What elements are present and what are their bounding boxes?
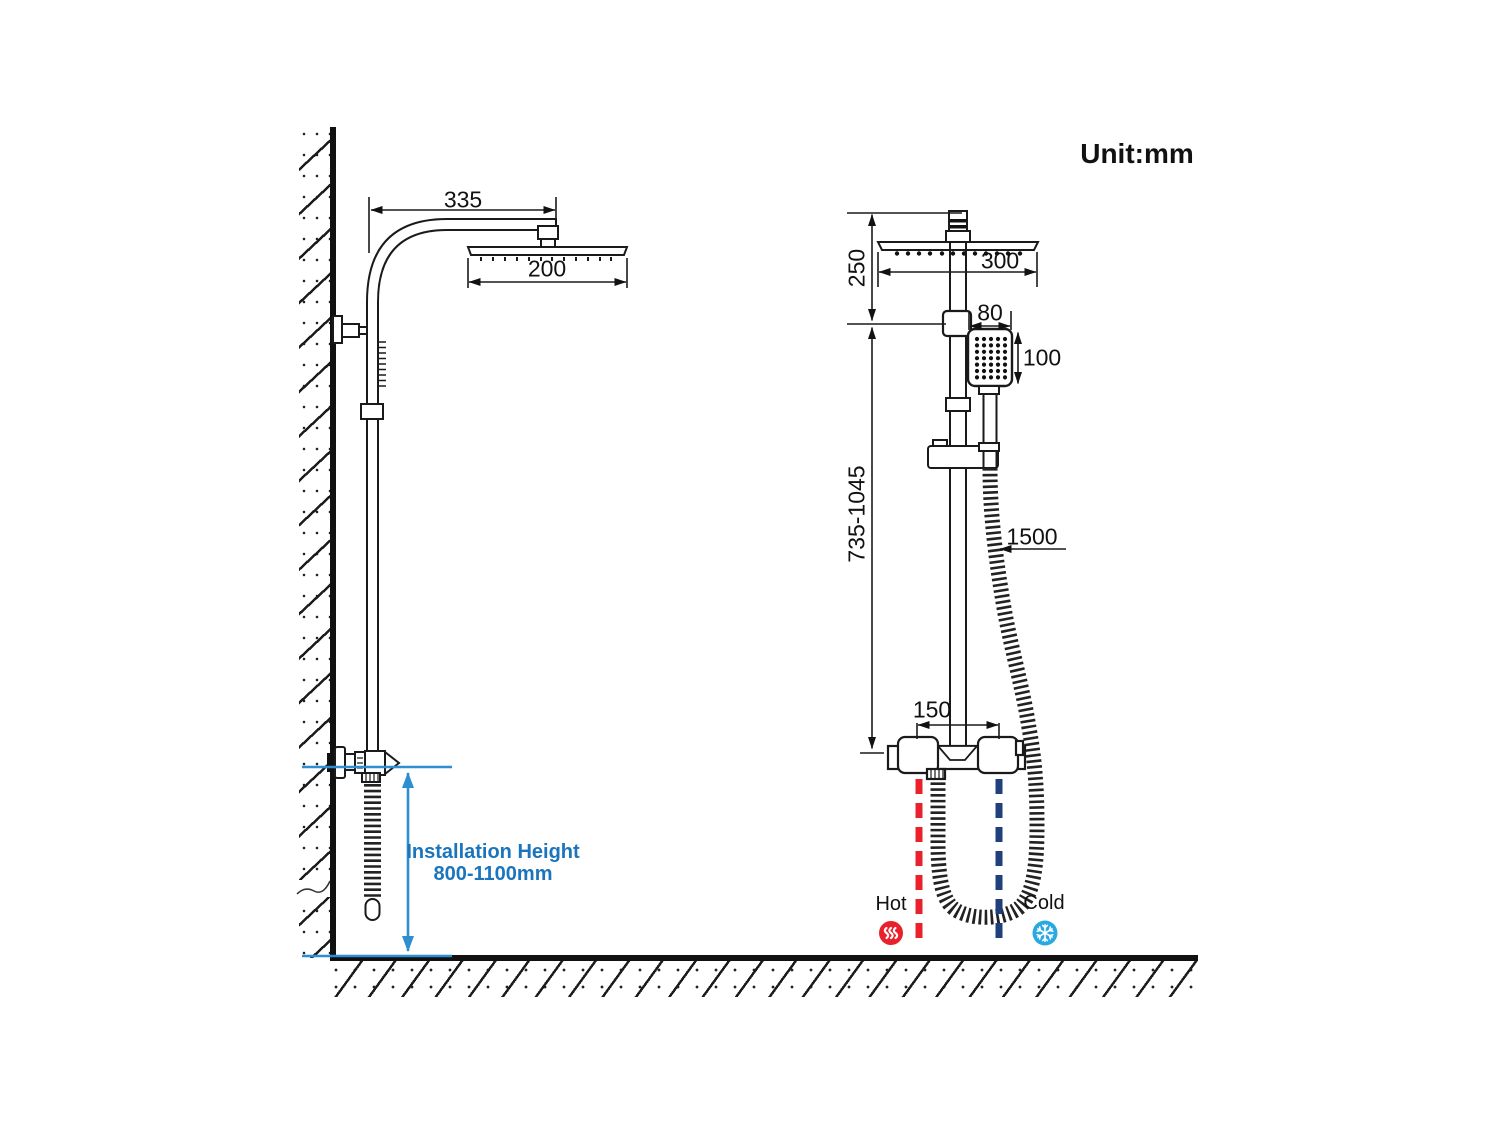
mixer-left-handle [896,735,940,775]
rain-head-front [876,241,1040,251]
dim-1500-label: 1500 [1006,523,1058,550]
wall [296,127,336,958]
column-collar [945,397,971,412]
installation-height-title: Installation Height [406,841,580,863]
installation-height-annotation [302,765,452,958]
floor [330,955,1198,961]
dim-80-label: 80 [977,299,1003,326]
dim-250-label: 250 [843,248,870,288]
pipe-collar [360,403,384,420]
wall-valve [327,746,401,783]
handset-holder [941,309,973,338]
cold-label: Cold [1023,892,1065,914]
floor-hatch-pattern [330,961,1198,997]
installation-height-range: 800-1100mm [433,863,553,885]
unit-label: Unit:mm [1080,138,1194,169]
mixer-valve [886,735,1027,781]
hand-shower-nozzles [974,336,1008,380]
wall-break [297,880,330,897]
side-view-dimensions [368,197,628,288]
side-hose-end [364,898,381,921]
dim-300-label: 300 [980,247,1020,274]
shower-arm [366,218,557,303]
side-view-shower [327,218,629,921]
valve-cone [384,749,401,777]
hose-spring-detail [379,341,386,387]
rain-head-nozzles [480,257,612,261]
dim-200-label: 200 [527,255,567,282]
dim-735-1045-label: 735-1045 [843,465,870,563]
cold-icon [1032,920,1058,946]
wall-bracket [332,315,368,344]
riser-pipe [366,302,379,752]
front-view-shower [876,210,1045,925]
front-view-dimensions [847,212,1066,754]
handset-handle [978,385,1000,469]
top-connector [945,210,971,244]
hot-label: Hot [875,893,907,915]
dim-100-label: 100 [1022,344,1062,371]
wall-hatch-pattern [299,127,330,958]
dim-150-label: 150 [912,696,952,723]
rain-head-nozzle-dots [894,251,1023,256]
rain-head-side [466,246,629,256]
mixer-right-handle [976,735,1020,775]
dim-335-label: 335 [443,186,483,213]
hot-icon [879,921,903,945]
